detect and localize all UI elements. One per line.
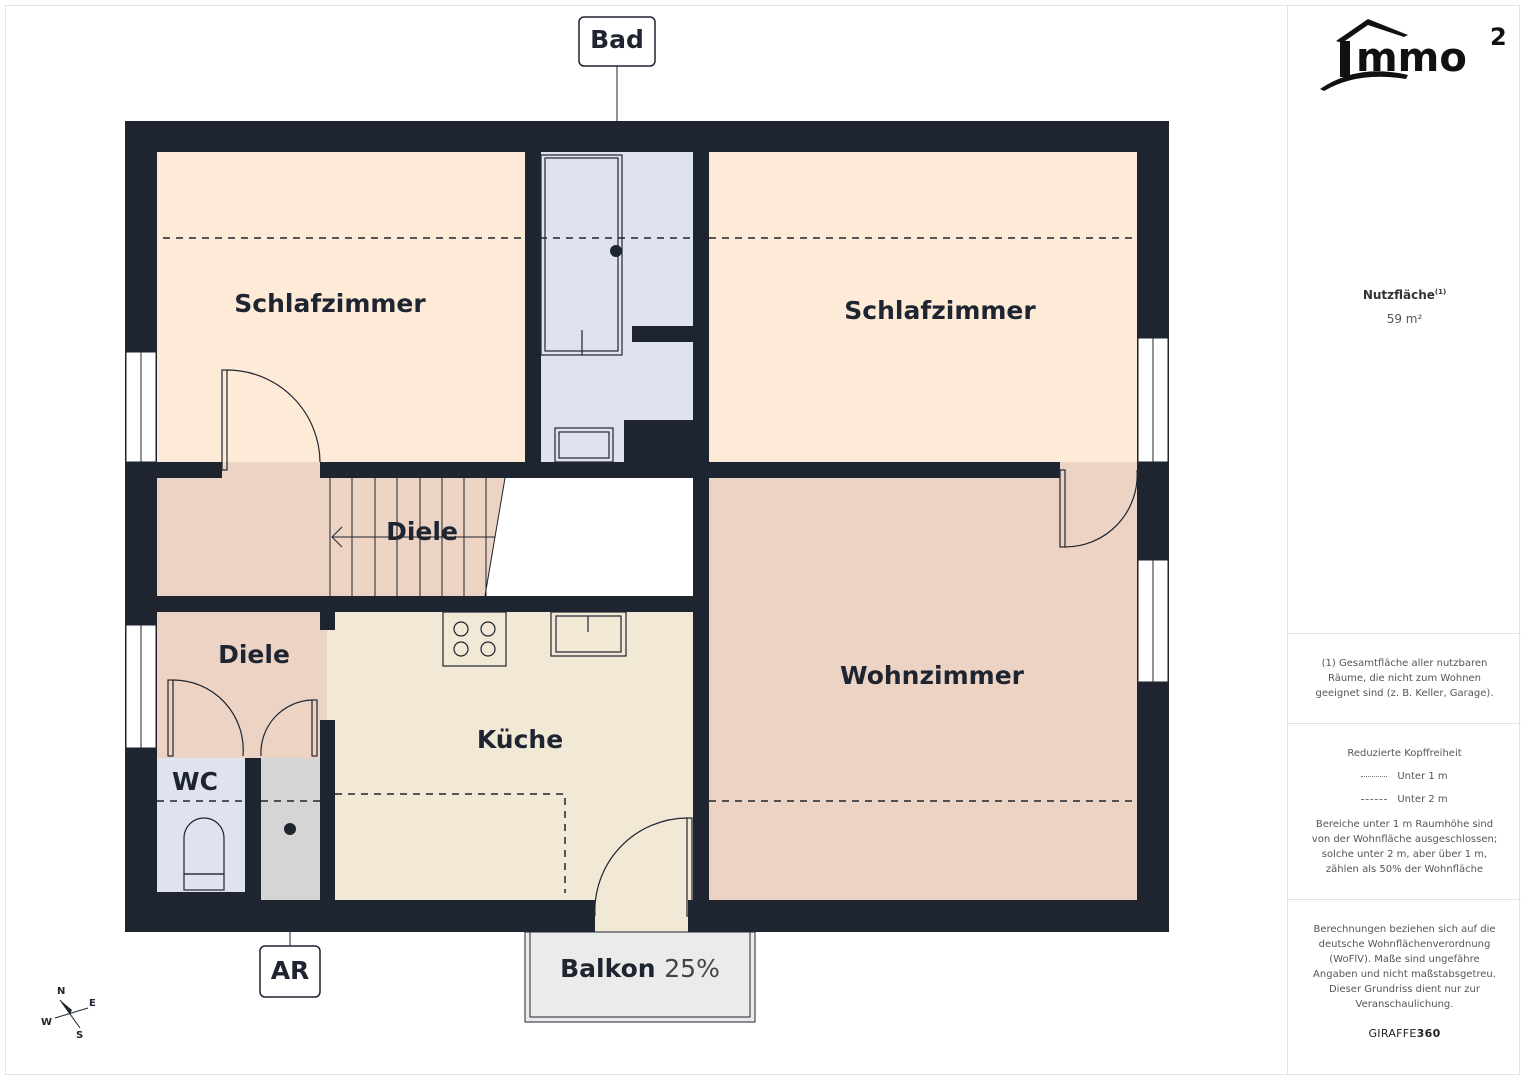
usable-area: Nutzfläche(1) 59 m² bbox=[1288, 288, 1521, 326]
label-balcony: Balkon 25% bbox=[560, 954, 720, 983]
doors bbox=[167, 369, 1138, 917]
label-bedroom-right: Schlafzimmer bbox=[844, 296, 1036, 325]
legend-under-2m: Unter 2 m bbox=[1397, 794, 1448, 805]
disclaimer-text: Berechnungen beziehen sich auf die deuts… bbox=[1313, 924, 1496, 1010]
label-hall-upper: Diele bbox=[386, 517, 458, 546]
area-title: Nutzfläche bbox=[1362, 288, 1435, 302]
label-bedroom-left: Schlafzimmer bbox=[234, 289, 426, 318]
room-bedroom-right bbox=[709, 152, 1137, 462]
svg-text:2: 2 bbox=[1490, 23, 1507, 51]
svg-text:E: E bbox=[89, 998, 96, 1009]
svg-text:S: S bbox=[76, 1030, 83, 1041]
area-value: 59 m² bbox=[1386, 312, 1423, 326]
immo2-logo: mmo 2 bbox=[1320, 19, 1507, 91]
page-frame bbox=[5, 5, 1520, 1075]
footnote-section: (1) Gesamtfläche aller nutzbaren Räume, … bbox=[1288, 633, 1521, 723]
footnote-text: (1) Gesamtfläche aller nutzbaren Räume, … bbox=[1315, 658, 1494, 699]
room-bedroom-left bbox=[157, 152, 525, 462]
room-hall-lower bbox=[157, 612, 327, 758]
bath-tag-label: Bad bbox=[590, 25, 644, 54]
legend-under-1m: Unter 1 m bbox=[1397, 771, 1448, 782]
svg-text:N: N bbox=[57, 986, 65, 997]
label-living: Wohnzimmer bbox=[840, 661, 1025, 690]
balcony-door-opening bbox=[595, 900, 688, 932]
headroom-note: Bereiche unter 1 m Raumhöhe sind von der… bbox=[1311, 819, 1498, 875]
headroom-legend: Reduzierte Kopffreiheit Unter 1 m Unter … bbox=[1288, 723, 1521, 899]
label-hall-lower: Diele bbox=[218, 640, 290, 669]
label-kitchen: Küche bbox=[477, 725, 563, 754]
compass-icon: N E S W bbox=[41, 986, 96, 1041]
storage-tag bbox=[259, 945, 321, 998]
dashed-line-icon bbox=[1361, 799, 1388, 800]
headroom-lines bbox=[157, 237, 1137, 893]
room-wc bbox=[157, 758, 245, 892]
footnote-mark: (1) bbox=[1434, 288, 1447, 296]
giraffe360-brand: GIRAFFE360 bbox=[1368, 1027, 1441, 1040]
bath-tag bbox=[578, 16, 656, 67]
windows bbox=[125, 337, 1169, 749]
svg-text:W: W bbox=[41, 1017, 52, 1028]
room-living bbox=[709, 478, 1137, 900]
headroom-title: Reduzierte Kopffreiheit bbox=[1347, 748, 1462, 759]
room-kitchen bbox=[327, 612, 693, 900]
storage-tag-label: AR bbox=[271, 956, 310, 985]
room-balcony bbox=[524, 931, 756, 1023]
info-sidebar: mmo 2 Nutzfläche(1) 59 m² (1) Gesamtfläc… bbox=[1287, 5, 1521, 1075]
room-bath bbox=[541, 152, 693, 462]
staircase bbox=[329, 477, 506, 597]
label-wc: WC bbox=[172, 767, 218, 796]
svg-text:mmo: mmo bbox=[1356, 35, 1467, 81]
dotted-line-icon bbox=[1361, 776, 1388, 777]
floor-plan: Bad AR Schlafzimmer Schlafzimmer Diele D… bbox=[41, 16, 1169, 1041]
stair-void bbox=[485, 478, 693, 596]
disclaimer-section: Berechnungen beziehen sich auf die deuts… bbox=[1288, 899, 1521, 1075]
